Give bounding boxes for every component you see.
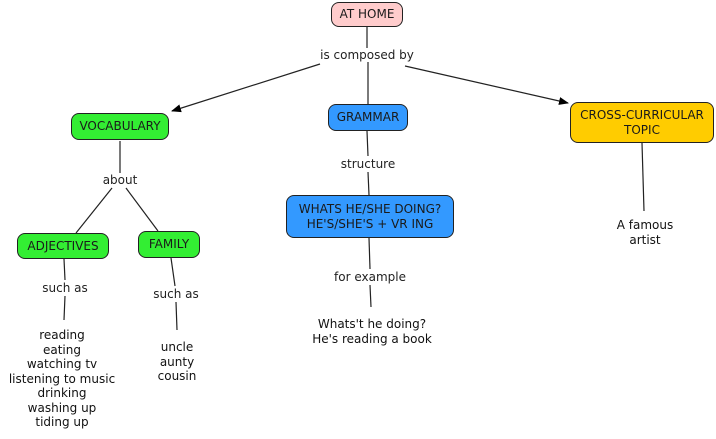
- node-structure[interactable]: WHATS HE/SHE DOING? HE'S/SHE'S + VR ING: [286, 195, 454, 238]
- link-family-such-as: such as: [153, 287, 199, 301]
- node-vocabulary[interactable]: VOCABULARY: [71, 113, 169, 140]
- node-at-home[interactable]: AT HOME: [331, 2, 403, 27]
- node-cross-curricular-topic[interactable]: CROSS-CURRICULAR TOPIC: [570, 102, 714, 143]
- link-is-composed-by: is composed by: [320, 48, 414, 62]
- grammar-example: Whats't he doing? He's reading a book: [312, 317, 432, 346]
- node-family[interactable]: FAMILY: [138, 231, 200, 258]
- link-about: about: [102, 173, 138, 187]
- arrow-to-vocabulary: [171, 63, 321, 113]
- family-examples: uncle aunty cousin: [157, 340, 197, 383]
- node-grammar[interactable]: GRAMMAR: [328, 104, 408, 131]
- node-adjectives[interactable]: ADJECTIVES: [17, 233, 109, 259]
- arrow-to-cross-curricular: [404, 65, 569, 105]
- link-structure: structure: [340, 157, 396, 171]
- adjectives-examples: reading eating watching tv listening to …: [8, 328, 116, 429]
- link-for-example: for example: [334, 270, 406, 284]
- link-adjectives-such-as: such as: [42, 281, 88, 295]
- cross-curricular-item: A famous artist: [616, 218, 674, 247]
